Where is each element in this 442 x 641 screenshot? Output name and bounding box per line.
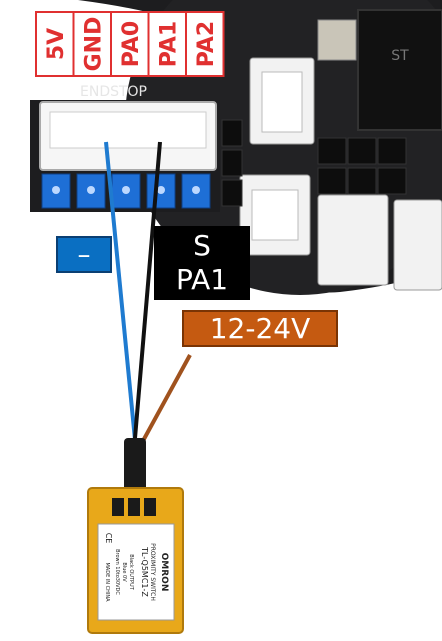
sensor-origin: MADE IN CHINA	[104, 562, 110, 602]
blue-pin-dot-0	[52, 186, 60, 194]
pin-label-4: PA2	[194, 21, 219, 67]
pin-header-grid	[221, 119, 407, 207]
sensor-spec-2: Blue 0V	[121, 562, 127, 582]
callout-power: 12-24V	[182, 310, 338, 347]
sensor-model: TL-Q5MC1-Z	[140, 546, 149, 597]
callout-negative: –	[56, 236, 112, 273]
sensor-spec-3: Black OUTPUT	[128, 554, 134, 590]
callout-signal-line2: PA1	[175, 263, 229, 296]
pin-label-box-4	[185, 11, 225, 77]
blue-pin-dot-1	[87, 186, 95, 194]
pin-label-box-1	[72, 11, 112, 77]
wire-blue	[104, 141, 138, 451]
proximity-sensor: CE MADE IN CHINA Brown 10to30VDC Blue 0V…	[87, 487, 184, 634]
connector-right-2	[393, 199, 442, 291]
callout-power-text: 12-24V	[209, 312, 311, 345]
blue-pin-dot-4	[192, 186, 200, 194]
pin-label-box-0	[35, 11, 75, 77]
control-board: ST	[78, 0, 442, 295]
connector-top-right	[249, 57, 315, 145]
wire-black	[132, 141, 162, 451]
sensor-mark: CE	[104, 533, 113, 544]
blue-pin-dot-3	[157, 186, 165, 194]
sensor-cable	[124, 438, 146, 498]
callout-signal: S PA1	[154, 226, 250, 300]
connector-right-1	[317, 194, 389, 286]
callout-negative-text: –	[77, 239, 91, 270]
sensor-type: PROXIMITY SWITCH	[149, 543, 156, 601]
svg-text:ST: ST	[391, 48, 409, 64]
endstop-label: ENDSTOP	[80, 84, 147, 100]
connector-mid	[239, 174, 311, 256]
pin-label-0: 5V	[44, 28, 69, 60]
pin-label-row: 5V GND PA0 PA1 PA2	[35, 11, 225, 77]
pin-label-1: GND	[81, 17, 106, 72]
pin-label-3: PA1	[156, 21, 181, 67]
sensor-brand: OMRON	[159, 553, 169, 592]
wire-brown	[136, 354, 192, 451]
blue-pin-dot-2	[122, 186, 130, 194]
endstop-connector: ENDSTOP	[30, 84, 220, 212]
crystal-oscillator	[317, 19, 357, 61]
blue-jumper-pins	[41, 173, 211, 209]
pin-label-2: PA0	[119, 21, 144, 67]
callout-signal-line1: S	[193, 229, 211, 262]
pin-label-box-2	[110, 11, 150, 77]
sensor-spec-1: Brown 10to30VDC	[114, 549, 120, 595]
mcu-chip	[357, 9, 442, 131]
